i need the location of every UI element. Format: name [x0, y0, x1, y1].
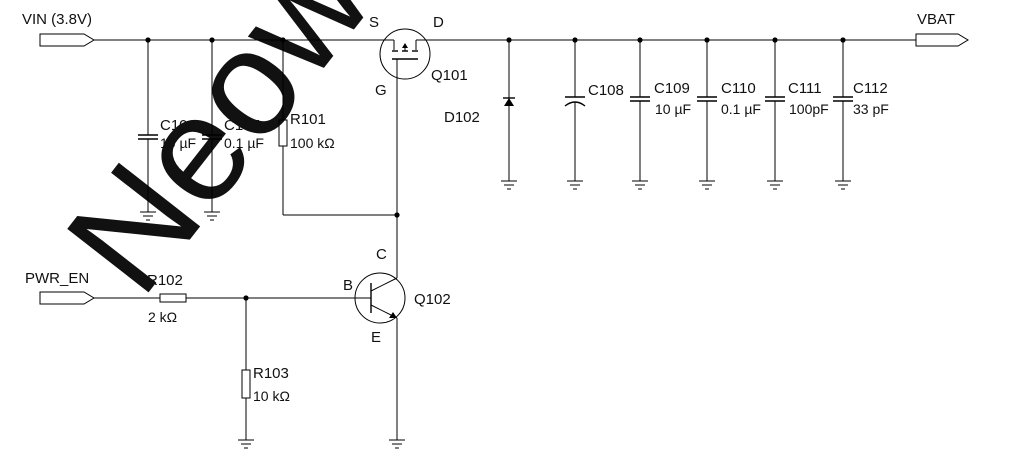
r103-ground-icon	[238, 439, 254, 449]
c111-ref: C111	[788, 80, 822, 97]
r101-value: 100 kΩ	[290, 135, 335, 151]
c106-value: 10 µF	[160, 135, 196, 151]
c112-value: 33 pF	[853, 101, 889, 117]
c109-capacitor-symbol	[630, 40, 650, 181]
vbat-port	[915, 33, 969, 47]
q101-pin-g: G	[375, 82, 387, 99]
r103-value: 10 kΩ	[253, 388, 290, 404]
q102-pin-c: C	[376, 246, 387, 263]
c109-ground-icon	[632, 180, 648, 190]
c111-value: 100pF	[789, 101, 829, 117]
q101-mosfet-symbol	[379, 28, 431, 215]
c110-value: 0.1 µF	[721, 101, 761, 117]
c112-ref: C112	[853, 80, 888, 97]
q102-pin-e: E	[371, 329, 381, 346]
q102-ground-icon	[389, 439, 405, 449]
c106-capacitor-symbol	[138, 40, 158, 212]
c110-ground-icon	[699, 180, 715, 190]
q102-ref: Q102	[414, 291, 451, 308]
c112-capacitor-symbol	[833, 40, 853, 181]
c111-ground-icon	[767, 180, 783, 190]
vin-port	[39, 33, 95, 47]
vin-net-label: VIN (3.8V)	[22, 11, 92, 28]
d102-diode-symbol	[503, 40, 515, 181]
c112-ground-icon	[835, 180, 851, 190]
c107-value: 0.1 µF	[224, 135, 264, 151]
c107-ground-icon	[204, 211, 220, 221]
c110-ref: C110	[721, 80, 756, 97]
c107-capacitor-symbol	[202, 40, 222, 212]
r102-ref: R102	[147, 272, 183, 289]
d102-ref: D102	[444, 109, 480, 126]
pwr-en-port	[39, 291, 95, 305]
c109-ref: C109	[654, 80, 690, 97]
r102-value: 2 kΩ	[148, 309, 177, 325]
c108-ground-icon	[567, 180, 583, 190]
r101-ref: R101	[290, 111, 326, 128]
q102-pin-b: B	[343, 277, 353, 294]
q101-pin-d: D	[433, 14, 444, 31]
q101-ref: Q101	[431, 67, 468, 84]
q101-pin-s: S	[369, 14, 379, 31]
r103-resistor-symbol	[241, 298, 251, 440]
r103-ref: R103	[253, 365, 289, 382]
c106-ground-icon	[140, 211, 156, 221]
c110-capacitor-symbol	[697, 40, 717, 181]
c109-value: 10 µF	[655, 101, 691, 117]
c106-ref: C106	[160, 117, 196, 134]
c108-ref: C108	[588, 82, 624, 99]
d102-ground-icon	[501, 180, 517, 190]
pwr-en-net-label: PWR_EN	[25, 270, 89, 287]
c108-capacitor-symbol	[564, 40, 586, 181]
c107-ref: C107	[224, 117, 260, 134]
c111-capacitor-symbol	[765, 40, 785, 181]
vbat-net-label: VBAT	[917, 11, 955, 28]
r101-resistor-symbol	[278, 40, 400, 218]
